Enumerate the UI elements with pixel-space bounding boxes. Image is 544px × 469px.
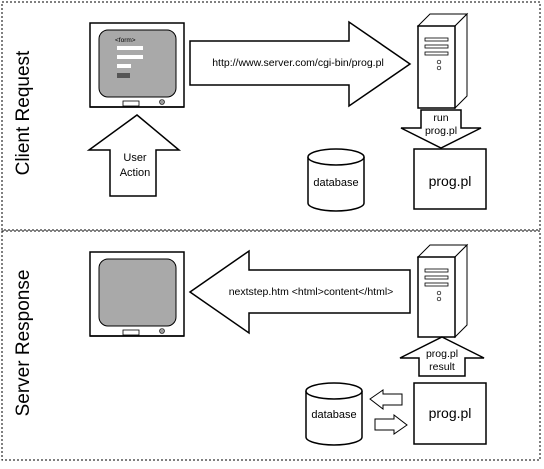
exchange-arrow-right bbox=[374, 413, 408, 435]
run-prog-arrow bbox=[400, 109, 482, 149]
response-database-icon bbox=[305, 382, 363, 446]
user-action-line2: Action bbox=[120, 167, 151, 179]
response-arrow-label: nextstep.htm <html>content</html> bbox=[229, 286, 394, 298]
form-tag-label: <form> bbox=[115, 37, 136, 44]
request-url-label: http://www.server.com/cgi-bin/prog.pl bbox=[212, 57, 384, 69]
client-request-title: Client Request bbox=[13, 50, 34, 175]
response-database-label: database bbox=[311, 409, 356, 421]
request-url-arrow bbox=[189, 20, 412, 108]
client-prog-box bbox=[413, 148, 487, 210]
client-request-frame bbox=[1, 1, 541, 231]
exchange-arrow-left bbox=[369, 389, 403, 411]
server-response-title: Server Response bbox=[13, 270, 34, 417]
run-label-line2: prog.pl bbox=[425, 125, 457, 137]
form-submit-button bbox=[117, 73, 130, 78]
client-monitor-icon: <form> bbox=[89, 22, 185, 108]
prog-result-arrow bbox=[399, 336, 485, 377]
client-server-tower-icon bbox=[416, 12, 469, 110]
result-label-line1: prog.pl bbox=[426, 348, 458, 360]
client-database-label: database bbox=[313, 177, 358, 189]
response-arrow bbox=[188, 249, 411, 335]
client-database-icon bbox=[307, 148, 365, 212]
form-field-3 bbox=[117, 64, 131, 68]
server-response-frame bbox=[1, 230, 541, 461]
response-server-tower-icon bbox=[416, 243, 469, 339]
response-prog-box bbox=[413, 382, 487, 445]
response-monitor-icon bbox=[89, 251, 185, 337]
form-field-1 bbox=[117, 46, 143, 50]
client-prog-label: prog.pl bbox=[429, 173, 472, 189]
run-label-line1: run bbox=[433, 112, 448, 124]
form-field-2 bbox=[117, 55, 143, 59]
user-action-arrow bbox=[86, 114, 182, 197]
user-action-line1: User bbox=[123, 152, 147, 164]
response-prog-label: prog.pl bbox=[429, 405, 472, 421]
result-label-line2: result bbox=[429, 361, 455, 373]
